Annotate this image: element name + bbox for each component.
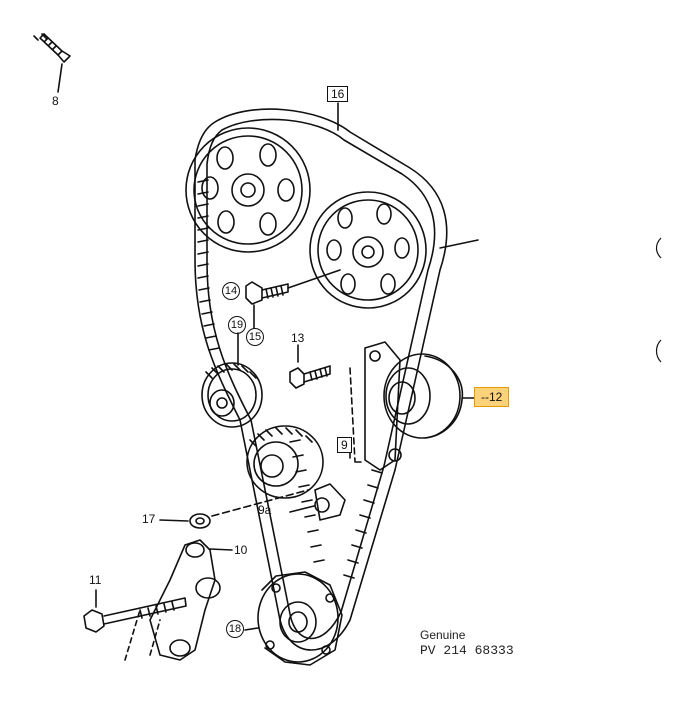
intermediate-pulley-part-19 (201, 362, 263, 428)
callout-8: 8 (52, 94, 59, 108)
callout-9: 9 (337, 437, 352, 453)
timing-belt-part-16 (194, 108, 479, 651)
bolt-part-8 (33, 33, 71, 93)
callout-12-highlighted: --12 (474, 387, 510, 407)
callout-9a: 9a (258, 503, 272, 517)
callout-11: 11 (89, 573, 102, 587)
bolt-part-14 (245, 269, 341, 305)
camshaft-pulley-left (185, 127, 311, 253)
callout-14: 14 (222, 282, 240, 300)
callout-18: 18 (226, 620, 244, 638)
callout-13: 13 (291, 331, 305, 345)
callout-15: 15 (246, 328, 264, 346)
crankshaft-pulley-part-18 (244, 571, 343, 666)
genuine-part-stamp: Genuine PV 214 68333 (420, 628, 514, 658)
camshaft-pulley-right (309, 191, 427, 309)
washer-part-17 (159, 489, 309, 529)
idler-pulley-part-9a (246, 425, 346, 521)
bolt-part-11 (83, 589, 187, 633)
stamp-line-genuine: Genuine (420, 628, 466, 642)
callout-16: 16 (327, 86, 349, 102)
callout-19: 19 (228, 316, 246, 334)
bolt-part-13 (289, 344, 331, 389)
tensioner-pulley-part-12 (339, 341, 479, 471)
callout-10: 10 (234, 543, 248, 557)
stamp-line-part-number: PV 214 68333 (420, 643, 514, 658)
margin-marks (655, 237, 662, 363)
callout-17: 17 (142, 512, 156, 526)
